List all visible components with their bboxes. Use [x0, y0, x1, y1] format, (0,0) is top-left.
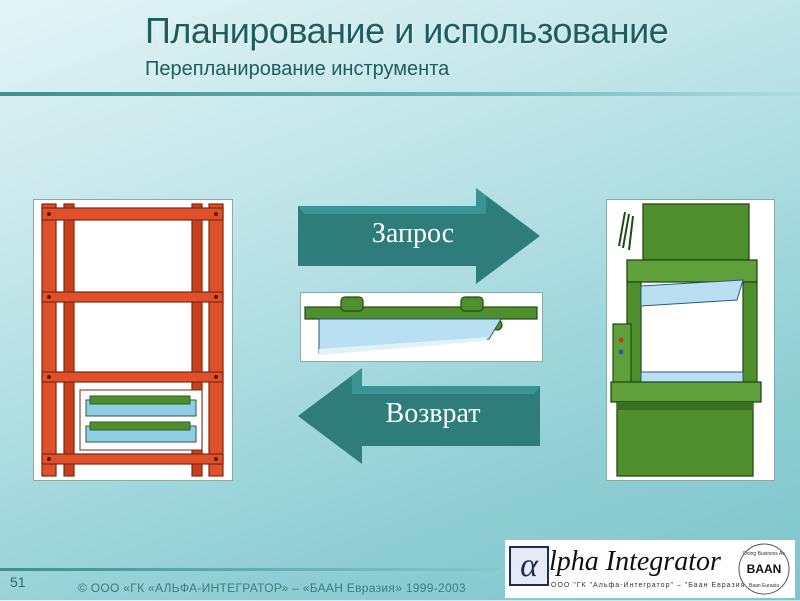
slide-subtitle: Перепланирование инструмента [145, 58, 450, 80]
alpha-integrator-logo: α lpha Integrator ООО "ГК "Альфа-Интегра… [505, 540, 795, 598]
request-arrow-label: Запрос [371, 218, 455, 249]
slide-number: 51 [10, 574, 26, 590]
baan-badge: BAAN Doing Business As Baan Eurasia [737, 542, 791, 596]
press-machine-image [606, 199, 775, 481]
footer-rule [0, 568, 500, 571]
baan-badge-bottom: Baan Eurasia [749, 583, 779, 589]
return-arrow-label: Возврат [385, 398, 481, 429]
title-rule [0, 92, 800, 96]
baan-badge-top: Doing Business As [743, 551, 785, 557]
footer-copyright: © ООО «ГК «АЛЬФА-ИНТЕГРАТОР» – «БААН Евр… [78, 581, 466, 595]
baan-badge-brand: BAAN [747, 562, 782, 576]
alpha-logo-mark: α [509, 546, 549, 586]
slide-title: Планирование и использование [145, 10, 669, 51]
shelf-rack-image [33, 199, 233, 481]
request-arrow[interactable]: Запрос [298, 188, 540, 284]
return-arrow[interactable]: Возврат [298, 368, 540, 464]
blade-tool-image [300, 292, 543, 362]
logo-subtext: ООО "ГК "Альфа-Интегратор" – "Баан Евраз… [551, 582, 749, 589]
logo-name: lpha Integrator [549, 546, 721, 577]
